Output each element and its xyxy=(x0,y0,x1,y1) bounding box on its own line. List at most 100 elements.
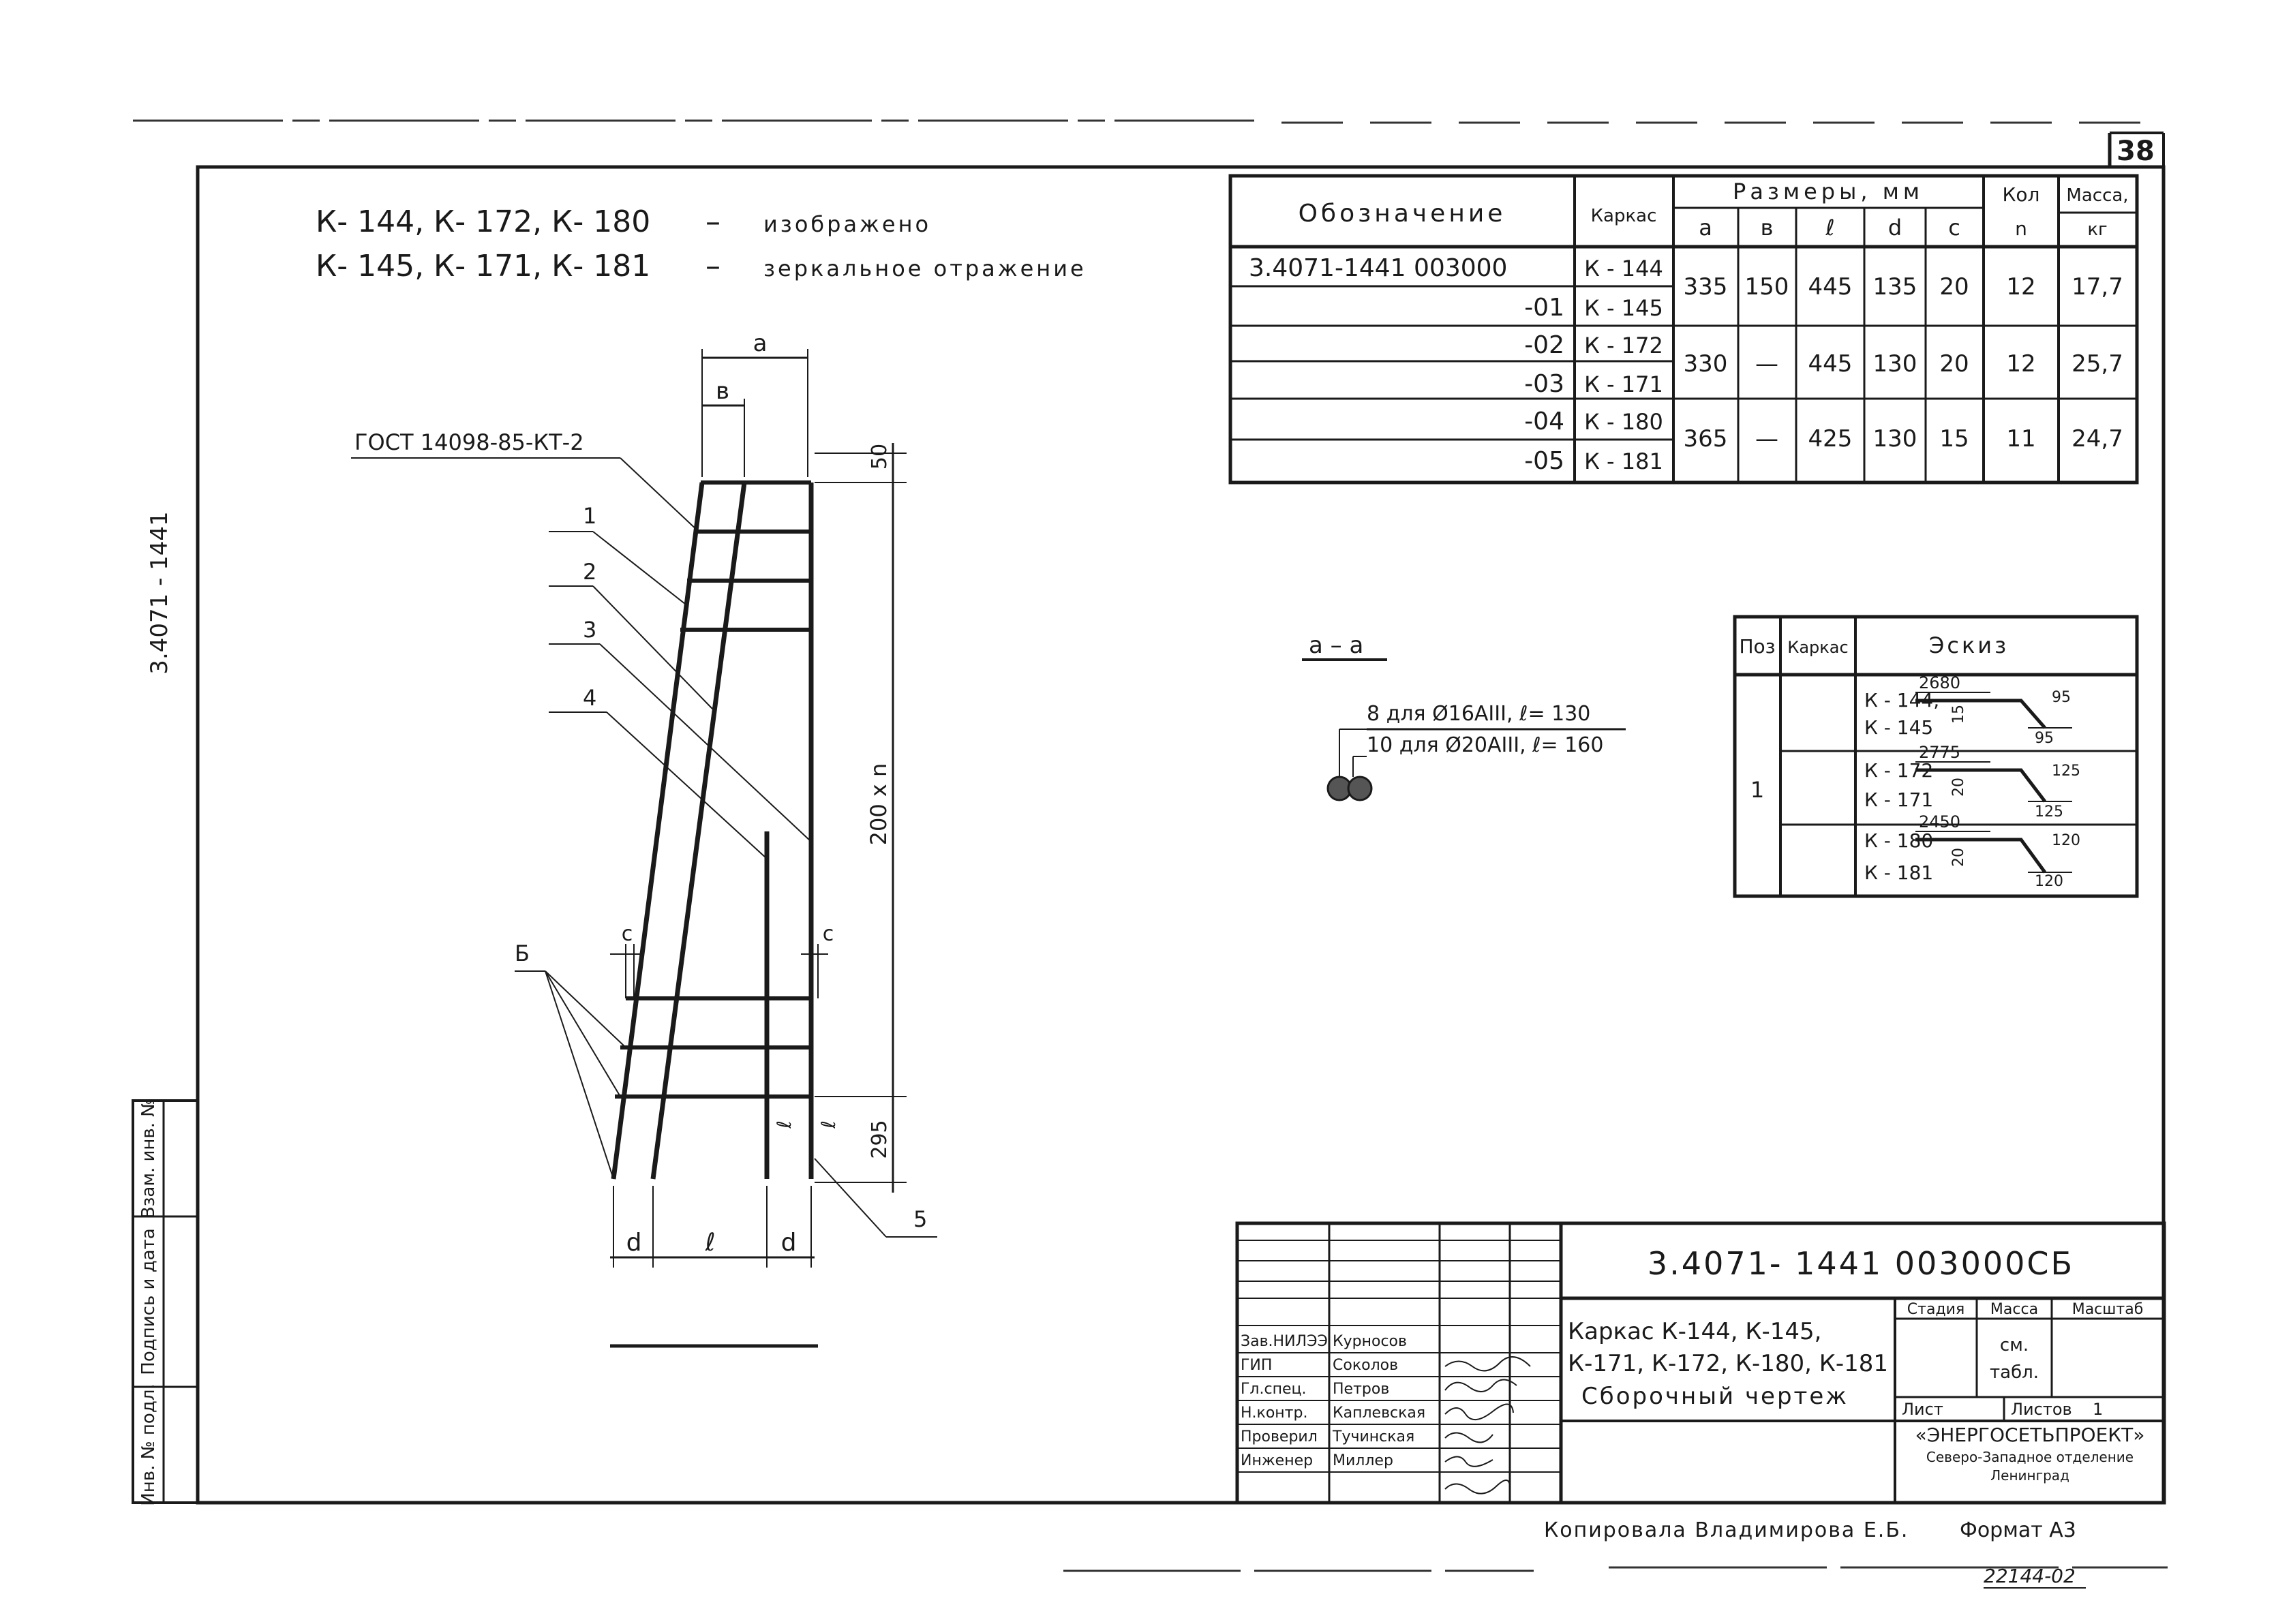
g3-l: 425 xyxy=(1808,425,1853,453)
dim-span-label: 200 x n xyxy=(866,763,892,846)
strip-replace-label: Взам. инв. № xyxy=(138,1099,159,1219)
frame-drawing xyxy=(351,349,937,1348)
col-dim-l: ℓ xyxy=(1825,215,1834,241)
parameters-table-text: Обозначение Каркас Размеры, мм a в ℓ d c… xyxy=(1249,179,2129,475)
sketch-table xyxy=(1733,615,2139,898)
signer-role-1: ГИП xyxy=(1241,1357,1272,1374)
frame-4: К - 180 xyxy=(1584,409,1663,435)
callout-5: 5 xyxy=(913,1206,927,1232)
sk1-h: 15 xyxy=(1950,705,1967,724)
section-note-2: 10 для Ø20АIII, ℓ= 160 xyxy=(1367,733,1603,757)
designation-2: -02 xyxy=(1524,331,1564,359)
signer-name-5: Миллер xyxy=(1333,1452,1393,1469)
stamp-org-sub2: Ленинград xyxy=(1990,1467,2069,1484)
g2-a: 330 xyxy=(1684,350,1728,378)
dim-l-label: ℓ xyxy=(705,1229,716,1257)
footer-format: Формат А3 xyxy=(1960,1518,2076,1542)
header-notes: К- 144, К- 172, К- 180 – изображено К- 1… xyxy=(316,204,1084,284)
header-line-1-marks: К- 144, К- 172, К- 180 xyxy=(316,204,650,239)
signature-icon xyxy=(1444,1456,1493,1467)
sk1-frame-1: К - 144, xyxy=(1864,689,1939,711)
col-mass-sub: кг xyxy=(2087,219,2107,240)
title-block-text: 3.4071- 1441 003000СБ Каркас К-144, К-14… xyxy=(1241,1245,2144,1484)
signature-icon xyxy=(1444,1432,1493,1443)
side-code: 3.4071 - 1441 xyxy=(146,511,173,674)
sk2-frame-1: К - 172 xyxy=(1864,759,1933,782)
signer-name-0: Курносов xyxy=(1333,1333,1407,1350)
g1-a: 335 xyxy=(1684,273,1728,301)
signer-name-1: Соколов xyxy=(1333,1357,1398,1374)
designation-0: 3.4071-1441 003000 xyxy=(1249,254,1507,282)
strip-inv-label: Инв. № подл. xyxy=(138,1383,159,1505)
callout-1: 1 xyxy=(583,503,596,529)
signer-name-4: Тучинская xyxy=(1332,1428,1414,1445)
designation-5: -05 xyxy=(1524,447,1564,475)
g2-mass: 25,7 xyxy=(2072,350,2123,378)
designation-4: -04 xyxy=(1524,408,1564,435)
g1-b: 150 xyxy=(1745,273,1789,301)
stamp-sheets: Листов xyxy=(2011,1400,2072,1419)
callout-3: 3 xyxy=(583,617,596,643)
stamp-mass-v2: табл. xyxy=(1990,1362,2039,1383)
sk1-len: 2680 xyxy=(1919,673,1960,692)
sk2-len: 2775 xyxy=(1919,743,1960,762)
sketch-table-text: Поз Каркас Эскиз 1 К - 144, К - 145 2680… xyxy=(1739,632,2080,890)
section-note-1: 8 для Ø16АIII, ℓ= 130 xyxy=(1367,702,1590,726)
section-title: а – а xyxy=(1309,632,1363,659)
signer-role-0: Зав.НИЛЭЭ xyxy=(1241,1333,1328,1350)
header-line-2-marks: К- 145, К- 171, К- 181 xyxy=(316,249,650,284)
signer-role-3: Н.контр. xyxy=(1241,1405,1307,1422)
col-mass: Масса, xyxy=(2066,185,2128,206)
dim-c-left-label: c xyxy=(622,922,633,946)
header-line-1-dash: – xyxy=(705,204,720,239)
stamp-org: «ЭНЕРГОСЕТЬПРОЕКТ» xyxy=(1915,1424,2145,1446)
dim-l-small-1: ℓ xyxy=(773,1120,795,1129)
signer-role-2: Гл.спец. xyxy=(1241,1381,1306,1398)
col-dims: Размеры, мм xyxy=(1733,179,1924,204)
g2-n: 12 xyxy=(2006,350,2035,378)
dim-bottom-label: 295 xyxy=(868,1120,892,1159)
dim-top-label: 50 xyxy=(868,444,892,470)
designation-3: -03 xyxy=(1524,370,1564,398)
frame-1: К - 145 xyxy=(1584,295,1663,321)
sk1-a1: 95 xyxy=(2052,689,2071,706)
g2-d: 130 xyxy=(1873,350,1917,378)
col-dim-c: c xyxy=(1948,215,1960,241)
col-designation: Обозначение xyxy=(1299,200,1506,228)
callout-4: 4 xyxy=(583,685,596,711)
left-binding-strip: Инв. № подл. Подпись и дата Взам. инв. № xyxy=(132,1099,199,1506)
g2-b: — xyxy=(1755,350,1778,378)
sk3-len: 2450 xyxy=(1919,812,1960,831)
g3-c: 15 xyxy=(1939,425,1969,453)
signature-icon xyxy=(1444,1356,1531,1372)
sketch-col-pos: Поз xyxy=(1739,635,1775,658)
parameters-table xyxy=(1228,174,2139,485)
sketch-pos: 1 xyxy=(1750,777,1764,803)
g1-n: 12 xyxy=(2006,273,2035,301)
stamp-stage: Стадия xyxy=(1907,1301,1964,1318)
sk2-a1: 125 xyxy=(2052,763,2080,780)
footer-copied: Копировала Владимирова Е.Б. xyxy=(1544,1518,1909,1542)
stamp-title-1: Каркас К-144, К-145, xyxy=(1568,1318,1821,1345)
stamp-code: 3.4071- 1441 003000СБ xyxy=(1648,1245,2074,1282)
frame-drawing-labels: ГОСТ 14098-85-КТ-2 a в 50 200 x n 295 c … xyxy=(354,330,927,1257)
stamp-org-sub1: Северо-Западное отделение xyxy=(1926,1449,2134,1465)
g3-b: — xyxy=(1755,425,1778,453)
sketch-col-sketch: Эскиз xyxy=(1929,632,2009,658)
sk3-frame-1: К - 180 xyxy=(1864,829,1933,852)
sheet-number-box: 38 xyxy=(2108,132,2165,167)
signer-role-4: Проверил xyxy=(1241,1428,1318,1445)
stamp-sheet: Лист xyxy=(1902,1400,1943,1419)
signature-icon xyxy=(1444,1403,1514,1420)
signer-name-3: Каплевская xyxy=(1333,1405,1425,1422)
sk3-frame-2: К - 181 xyxy=(1864,861,1933,884)
signer-name-2: Петров xyxy=(1333,1381,1389,1398)
g1-c: 20 xyxy=(1939,273,1969,301)
callout-2: 2 xyxy=(583,559,596,585)
g3-a: 365 xyxy=(1684,425,1728,453)
designation-1: -01 xyxy=(1524,294,1564,322)
g2-c: 20 xyxy=(1939,350,1969,378)
g2-l: 445 xyxy=(1808,350,1853,378)
sk3-h: 20 xyxy=(1950,848,1967,867)
